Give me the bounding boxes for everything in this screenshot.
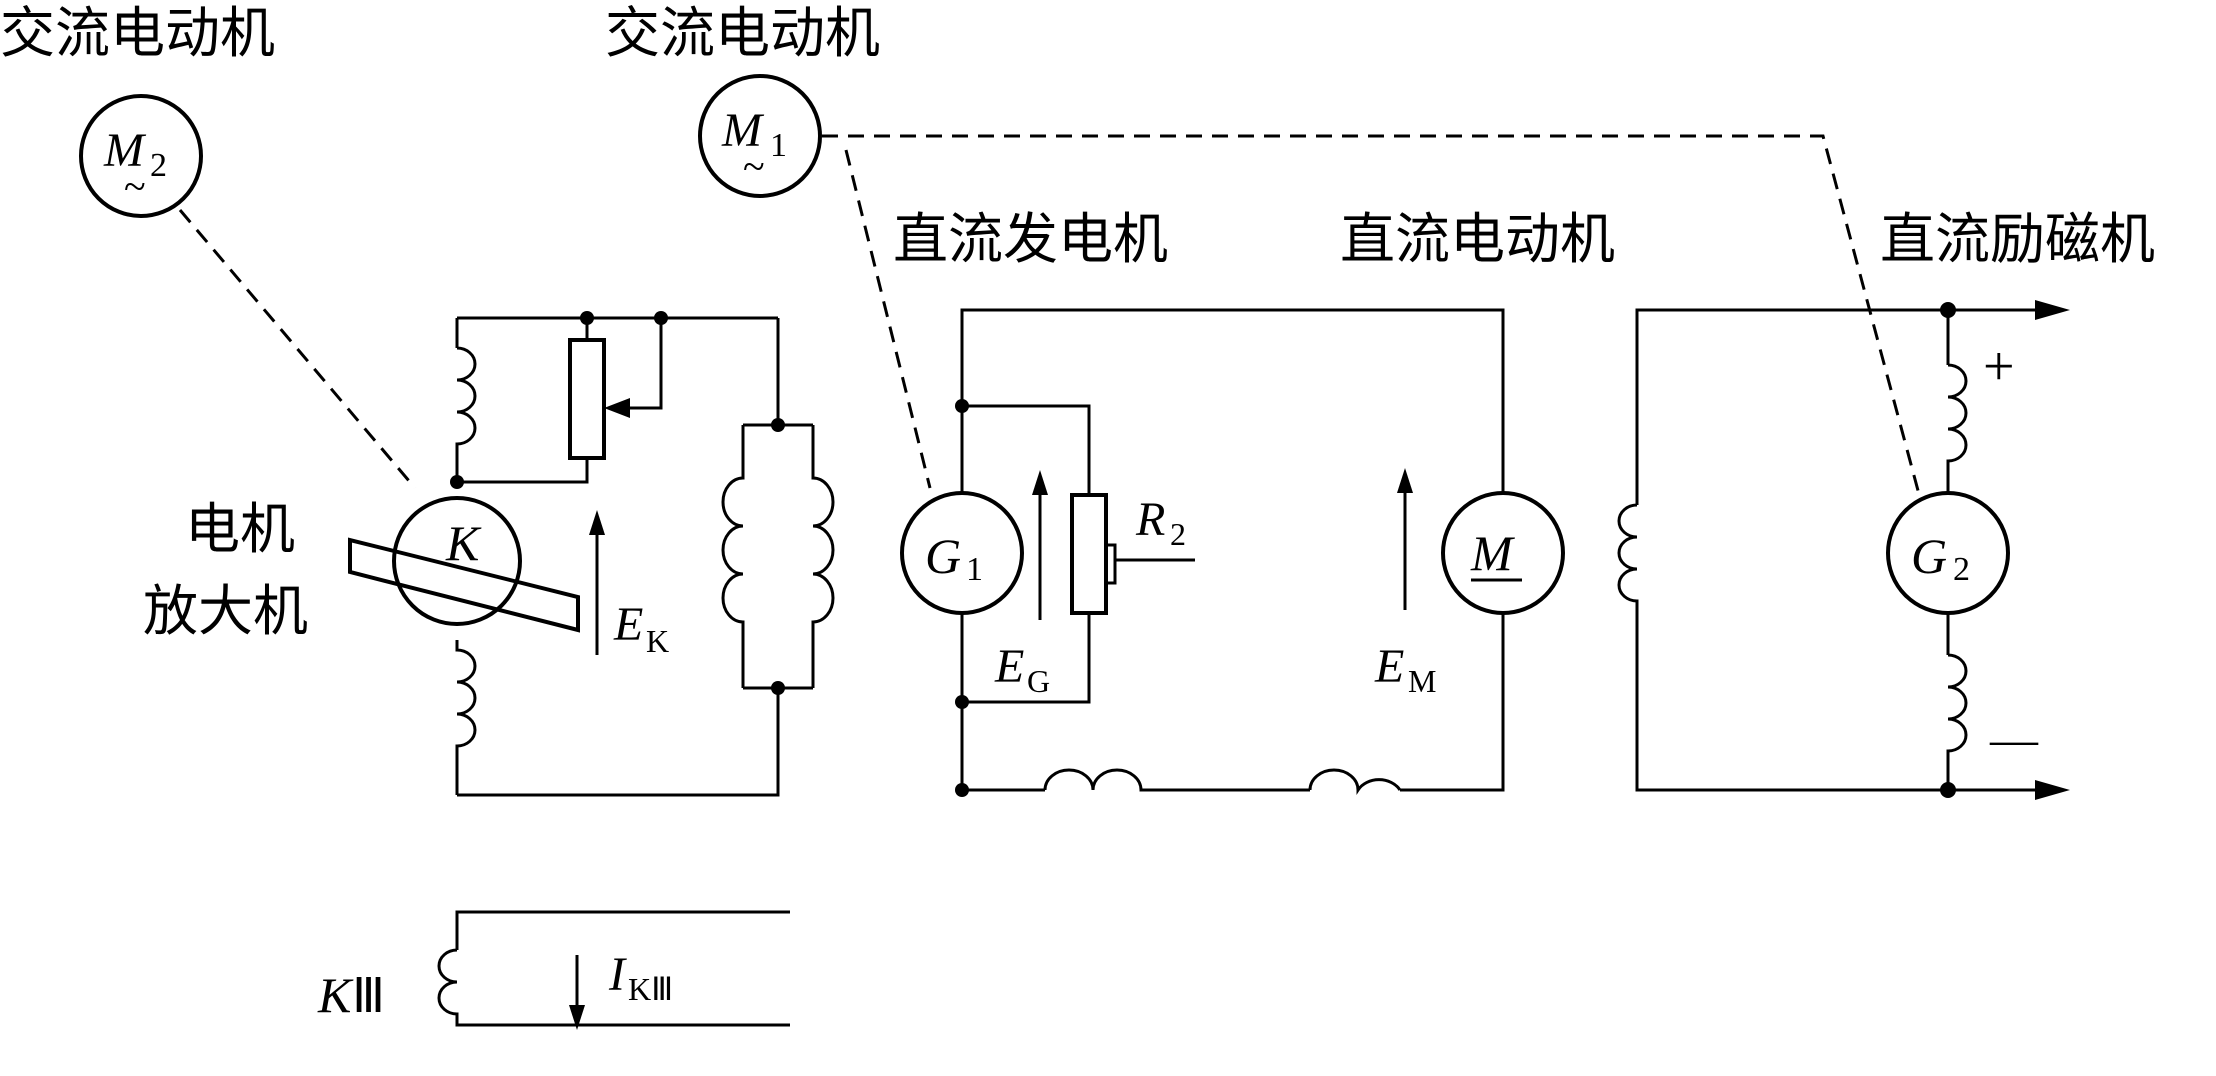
k3-coil	[437, 948, 790, 1027]
amplidyne-rheostat	[568, 338, 606, 460]
generator-motor-loop: R 2 G 1 E G M E M	[900, 308, 1565, 797]
r2-subscript: 2	[1170, 516, 1186, 552]
k3-roman: Ⅲ	[352, 970, 385, 1023]
m-letter: M	[1470, 525, 1515, 581]
ikiii-symbol: I	[608, 948, 627, 1001]
parallel-coil-right	[811, 425, 835, 688]
ek-arrow	[589, 510, 605, 535]
r2-symbol: R	[1135, 493, 1165, 546]
m2-letter: M	[103, 124, 147, 177]
control-winding-k3: K Ⅲ I KⅢ	[317, 910, 790, 1030]
polarity-plus: +	[1983, 336, 2015, 398]
ek-symbol: E	[613, 598, 643, 651]
coupling-m1-g1	[844, 149, 932, 489]
g2-subscript: 2	[1953, 551, 1970, 588]
eg-arrow	[1032, 470, 1048, 495]
motor-field-coil	[1617, 503, 1948, 792]
resistor-r2	[1070, 493, 1108, 615]
dc-motor-m	[1441, 491, 1565, 615]
coupling-m1-g2	[822, 134, 1922, 499]
ac-motor-m2: M 2 ~	[79, 94, 203, 218]
amplidyne-brush-bar	[348, 537, 580, 633]
em-subscript: M	[1408, 663, 1436, 699]
exciter-lower-coil	[1946, 653, 1968, 790]
label-dc-exciter: 直流励磁机	[1880, 207, 2155, 271]
eg-subscript: G	[1027, 663, 1050, 699]
ikiii-arrow	[569, 1005, 585, 1030]
g1-letter: G	[925, 528, 961, 584]
amplidyne-lower-coil	[455, 640, 477, 795]
label-dc-generator: 直流发电机	[893, 207, 1168, 271]
exciter-circuit: G 2 + —	[1617, 300, 2070, 800]
exciter-g2	[1886, 491, 2010, 615]
output-arrow-bottom	[2035, 780, 2070, 800]
k3-letter: K	[317, 967, 354, 1023]
label-amplidyne-2: 放大机	[143, 579, 308, 643]
output-arrow-top	[2035, 300, 2070, 320]
series-coil-1	[1043, 768, 1310, 792]
ac-motor-m1: M 1 ~	[698, 74, 822, 198]
m1-letter: M	[721, 104, 765, 157]
em-arrow	[1397, 468, 1413, 493]
series-coil-2	[1308, 768, 1402, 795]
coupling-m2-k	[178, 209, 417, 489]
em-symbol: E	[1374, 640, 1404, 693]
m1-tilde: ~	[743, 144, 765, 189]
exciter-upper-coil	[1946, 363, 1968, 493]
polarity-minus: —	[1989, 713, 2039, 766]
amplidyne-upper-coil	[455, 346, 477, 482]
g2-letter: G	[1911, 528, 1947, 584]
parallel-coil-left	[721, 425, 745, 688]
generator-g1	[900, 491, 1024, 615]
label-dc-motor: 直流电动机	[1340, 207, 1615, 271]
m2-tilde: ~	[124, 164, 146, 209]
m2-subscript: 2	[150, 147, 167, 184]
label-ac-motor-left: 交流电动机	[0, 1, 275, 65]
ek-subscript: K	[646, 623, 669, 659]
label-ac-motor-top: 交流电动机	[605, 1, 880, 65]
amplidyne-circuit: K E K	[348, 311, 835, 797]
rheostat-wiper-arrow	[604, 398, 630, 418]
eg-symbol: E	[994, 640, 1024, 693]
label-amplidyne-1: 电机	[185, 497, 295, 561]
m1-subscript: 1	[770, 127, 787, 164]
g1-subscript: 1	[966, 551, 983, 588]
k-letter: K	[445, 515, 482, 571]
ikiii-subscript: KⅢ	[628, 971, 673, 1007]
